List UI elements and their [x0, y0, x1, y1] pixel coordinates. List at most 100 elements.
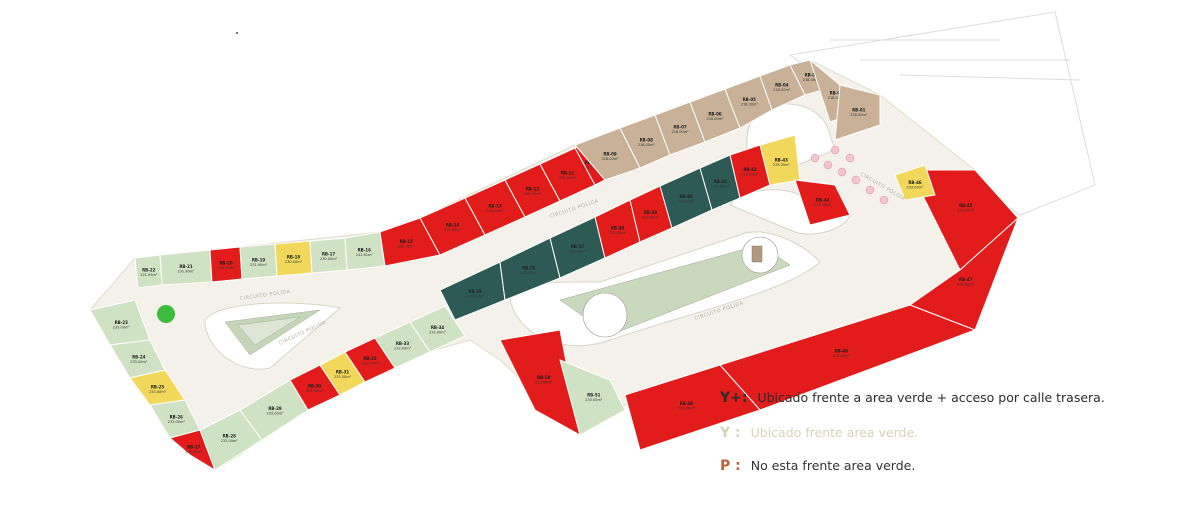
lot-code: RB-25: [151, 384, 165, 389]
lot-code: RB-16: [358, 248, 372, 253]
lot-area: 218.00m²: [773, 88, 791, 92]
lot-area: 233.00m²: [520, 271, 538, 275]
lot-shape[interactable]: [794, 179, 851, 226]
lot-code: RB-23: [115, 320, 129, 325]
legend-key: Y :: [720, 425, 741, 441]
lot-code: RB-33: [396, 341, 410, 346]
lot-code: RB-02: [830, 90, 844, 95]
legend-row-p: P : No esta frente area verde.: [720, 458, 915, 474]
lot-code: RB-14: [446, 223, 460, 228]
lot-shape[interactable]: [624, 364, 761, 451]
lot-code: RB-20: [219, 261, 233, 266]
lot-area: 233.00m²: [957, 282, 975, 286]
lot-area: 233.00m²: [113, 325, 131, 329]
lot-shape[interactable]: [559, 359, 626, 436]
lot-area: 233.00m²: [585, 398, 603, 402]
lot-code: RB-51: [587, 392, 601, 397]
lot-area: 233.00m²: [814, 203, 832, 207]
lot-area: 235.00m²: [524, 192, 542, 196]
lot-shape[interactable]: [834, 84, 881, 141]
lot-area: 231.90m²: [250, 263, 268, 267]
legend-text: No esta frente area verde.: [750, 458, 916, 473]
lot-area: 233.00m²: [677, 200, 695, 204]
lot-area: 233.00m²: [833, 354, 851, 358]
lot-area: 235.00m²: [583, 165, 601, 169]
lot-shape[interactable]: [409, 305, 466, 353]
lot-area: 230.00m²: [285, 260, 303, 264]
lot-code: RB-37: [571, 244, 585, 249]
tree-row: [810, 145, 889, 205]
legend-row-yplus: Y+: Ubicado frente a area verde + acceso…: [720, 390, 1105, 406]
lot-area: 231.90m²: [217, 266, 235, 270]
lot-area: 233.00m²: [535, 380, 553, 384]
lot-shape[interactable]: [894, 164, 936, 201]
lot-code: RB-49: [680, 401, 694, 406]
lot-code: RB-38: [611, 225, 625, 230]
lot-code: RB-39: [644, 210, 658, 215]
lot-area: 231.90m²: [177, 270, 195, 274]
lot-area: 233.00m²: [266, 412, 284, 416]
lot-code: RB-24: [132, 354, 146, 359]
lot-area: 218.00m²: [803, 78, 821, 82]
lot-code: RB-42: [743, 167, 757, 172]
legend-row-y: Y : Ubicado frente area verde.: [720, 425, 918, 441]
lot-code: RB-29: [268, 406, 282, 411]
lot-code: RB-15: [400, 239, 414, 244]
lots-layer: RB-22221.99m²RB-21231.90m²RB-20231.90m²R…: [89, 58, 1019, 472]
lot-area: 218.00m²: [638, 143, 656, 147]
lot-code: RB-11: [561, 171, 575, 176]
west-island: [204, 302, 342, 370]
lot-area: 233.00m²: [221, 439, 239, 443]
lot-area: 233.00m²: [466, 295, 484, 299]
lot-code: RB-32: [363, 356, 377, 361]
lot-code: RB-31: [336, 370, 350, 375]
lot-area: 218.00m²: [706, 117, 724, 121]
lot-code: RB-06: [708, 111, 722, 116]
lot-code: RB-05: [743, 97, 757, 102]
lot-code: RB-41: [714, 179, 728, 184]
lot-area: 233.00m²: [394, 347, 412, 351]
central-island: [509, 231, 821, 347]
lot-area: 218.00m²: [671, 130, 689, 134]
lot-code: RB-44: [816, 197, 830, 202]
lot-code: RB-48: [835, 349, 849, 354]
lot-code: RB-12: [526, 187, 540, 192]
lot-area: 233.00m²: [130, 360, 148, 364]
lot-area: 237.59m²: [444, 228, 462, 232]
lot-area: 235.00m²: [486, 209, 504, 213]
lot-code: RB-30: [308, 384, 322, 389]
lot-code: RB-35: [468, 289, 482, 294]
lot-area: 233.00m²: [678, 407, 696, 411]
lot-code: RB-28: [223, 434, 237, 439]
lot-area: 218.00m²: [850, 113, 868, 117]
lot-area: 242.00m²: [398, 244, 416, 248]
lot-area: 235.00m²: [559, 176, 577, 180]
lot-area: 233.00m²: [773, 163, 791, 167]
green-area-marker: [157, 305, 175, 323]
lot-code: RB-18: [287, 255, 301, 260]
lot-shape[interactable]: [759, 134, 801, 186]
lot-code: RB-09: [603, 151, 617, 156]
lot-code: RB-08: [640, 138, 654, 143]
lot-code: RB-47: [959, 277, 973, 282]
lot-area: 233.00m²: [609, 231, 627, 235]
lot-code: RB-50: [537, 375, 551, 380]
